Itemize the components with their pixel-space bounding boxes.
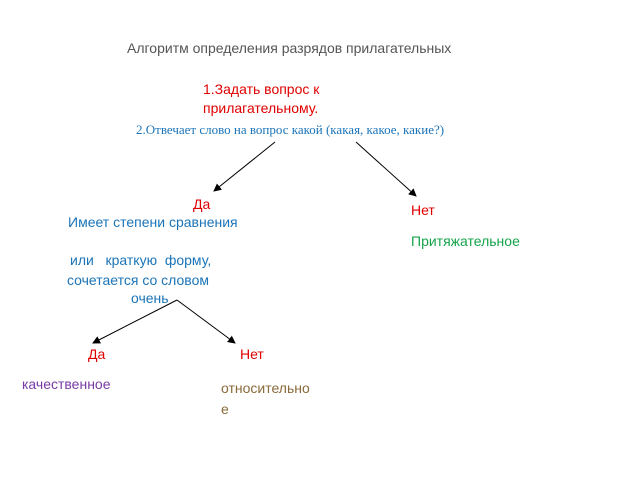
result-relative-line-1: относительно (221, 380, 310, 396)
arrow-to-yes-2 (92, 299, 178, 344)
yes-label-1: Да (193, 196, 211, 212)
step-1-line-2: прилагательному. (203, 100, 319, 116)
yes-label-2: Да (88, 346, 106, 362)
result-relative-line-2: е (221, 401, 229, 417)
no-label-2: Нет (240, 346, 264, 362)
condition-line-1: Имеет степени сравнения (68, 214, 238, 230)
step-2: 2.Отвечает слово на вопрос какой (какая,… (136, 122, 445, 137)
result-qualitative: качественное (22, 376, 111, 392)
condition-line-2: или краткую форму, (70, 252, 212, 268)
condition-line-3: сочетается со словом (67, 272, 209, 288)
condition-line-4: очень (131, 290, 169, 306)
diagram-title: Алгоритм определения разрядов прилагател… (127, 40, 452, 56)
no-label-1: Нет (411, 202, 435, 218)
arrow-to-yes-1 (213, 141, 276, 192)
step-1-line-1: 1.Задать вопрос к (203, 81, 320, 97)
result-possessive: Притяжательное (411, 233, 520, 249)
step-1: 1.Задать вопрос к прилагательному. (203, 80, 319, 118)
arrow-to-no-2 (176, 299, 236, 344)
arrow-to-no-1 (355, 141, 417, 197)
